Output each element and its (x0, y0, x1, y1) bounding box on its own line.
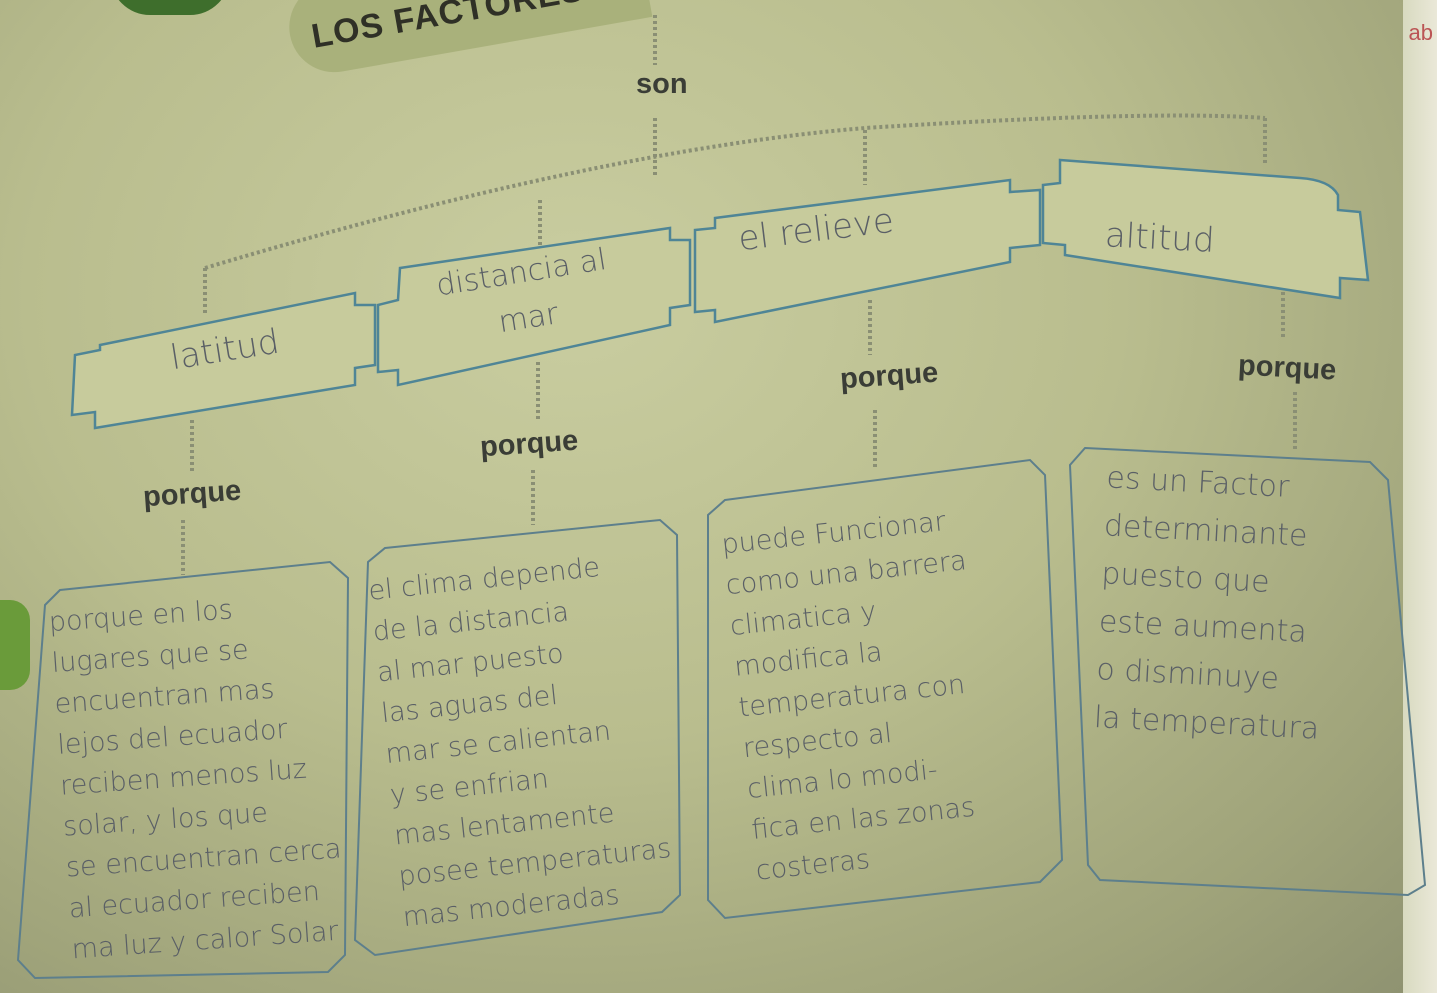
connector-label-porque: porque (141, 474, 243, 514)
explanation-altitud: es un Factor determinante puesto que est… (1093, 460, 1320, 747)
facing-page-text: ab (1408, 20, 1433, 45)
connector-label-porque: porque (478, 424, 580, 464)
factor-label-box (70, 291, 377, 430)
explanation-box (707, 458, 1064, 920)
factor-label-box (693, 178, 1042, 324)
explanation-box (16, 560, 350, 980)
explanation-distancia: el clima depende de la distancia al mar … (367, 551, 673, 934)
factor-label-box (376, 226, 692, 387)
explanation-latitud: porque en los lugares que se encuentran … (47, 594, 343, 966)
explanation-relieve: puede Funcionar como una barrera climati… (720, 506, 977, 887)
factor-label-box (1041, 158, 1370, 300)
connector-label-porque: porque (838, 356, 940, 396)
connector-label-son: son (636, 68, 688, 100)
green-page-corner (110, 0, 230, 15)
leaf-decoration (0, 600, 30, 690)
factor-label-altitud: altitud (1104, 215, 1216, 261)
explanation-box (1068, 446, 1427, 897)
explanation-box (353, 518, 682, 957)
connector-label-porque: porque (1237, 349, 1338, 387)
